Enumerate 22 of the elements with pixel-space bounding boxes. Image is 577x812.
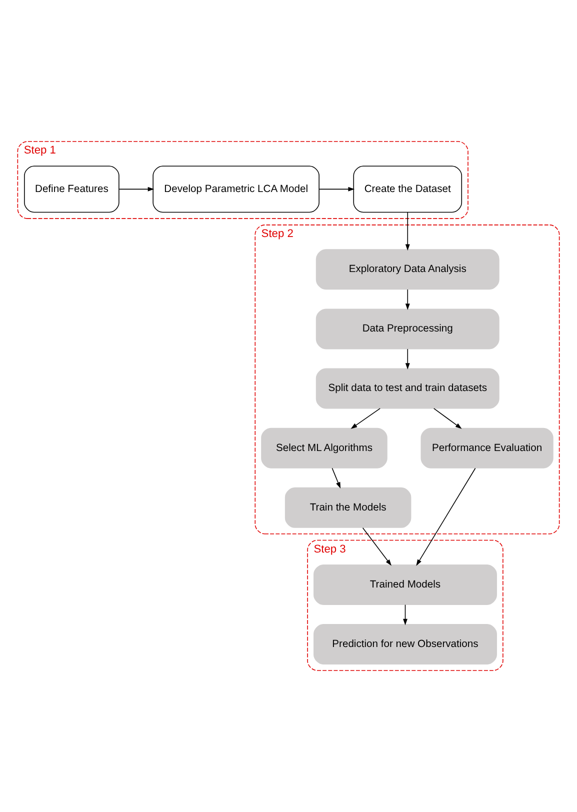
node-box: Performance Evaluation bbox=[420, 428, 554, 468]
arrow bbox=[433, 408, 462, 429]
arrow bbox=[350, 408, 380, 429]
arrow bbox=[318, 186, 355, 192]
node-box: Exploratory Data Analysis bbox=[316, 249, 500, 290]
arrow bbox=[405, 212, 410, 251]
node-box: Create the Dataset bbox=[353, 166, 462, 213]
node-box: Train the Models bbox=[284, 487, 412, 528]
node-box: Select ML Algorithms bbox=[261, 428, 388, 468]
node-box: Define Features bbox=[24, 166, 120, 213]
arrow bbox=[362, 527, 392, 566]
arrow bbox=[332, 468, 341, 489]
node-box: Split data to test and train datasets bbox=[316, 368, 500, 409]
node-box: Develop Parametric LCA Model bbox=[152, 166, 320, 213]
arrow bbox=[118, 186, 154, 192]
node-box: Prediction for new Observations bbox=[314, 624, 497, 665]
arrow bbox=[405, 348, 410, 370]
arrow bbox=[403, 604, 408, 626]
arrow bbox=[416, 468, 476, 566]
node-box: Data Preprocessing bbox=[316, 308, 500, 350]
node-box: Trained Models bbox=[314, 564, 497, 605]
arrow bbox=[405, 289, 410, 310]
